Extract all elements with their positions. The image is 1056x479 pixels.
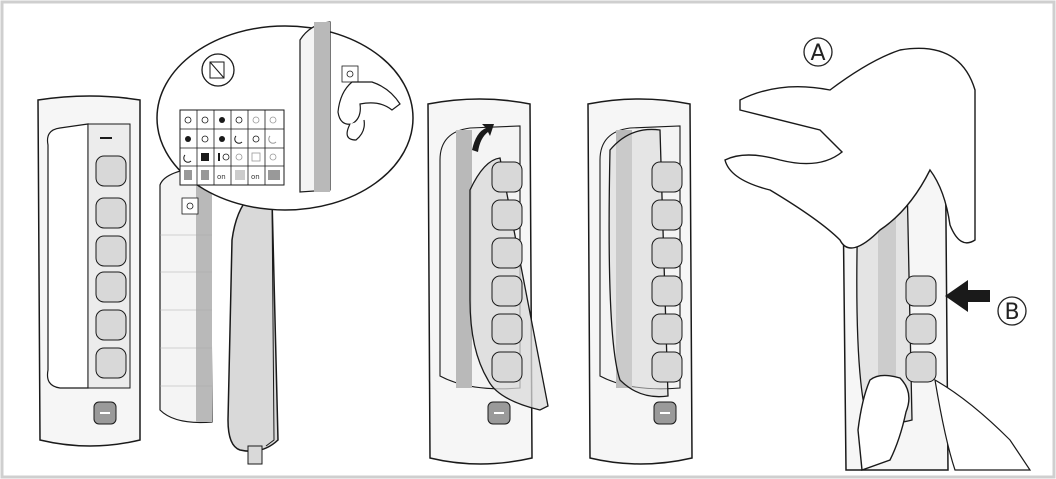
step1-button-3 xyxy=(96,236,126,266)
callout-a-label: A xyxy=(810,41,825,66)
step1-button-2 xyxy=(96,198,126,228)
step1-front-cover xyxy=(228,193,278,464)
step1-button-1 xyxy=(96,156,126,186)
step4-button-pressed xyxy=(906,276,936,306)
step1-button-4 xyxy=(96,272,126,302)
step2-remote xyxy=(428,99,548,464)
step1-remote-body xyxy=(38,96,140,446)
sun-sticker-icon xyxy=(182,198,198,214)
step1-label-strip xyxy=(160,166,212,423)
callout-b: B xyxy=(998,297,1026,325)
step1-button-5 xyxy=(96,310,126,340)
callout-b-label: B xyxy=(1004,300,1019,325)
callout-a: A xyxy=(804,38,832,66)
step3-remote xyxy=(588,99,692,464)
sticker-sheet: on on xyxy=(180,110,284,185)
step1-button-6 xyxy=(96,348,126,378)
sticker-label-on-2: on xyxy=(251,173,260,181)
sticker-being-placed-icon xyxy=(342,66,358,82)
sticker-label-on: on xyxy=(217,173,226,181)
